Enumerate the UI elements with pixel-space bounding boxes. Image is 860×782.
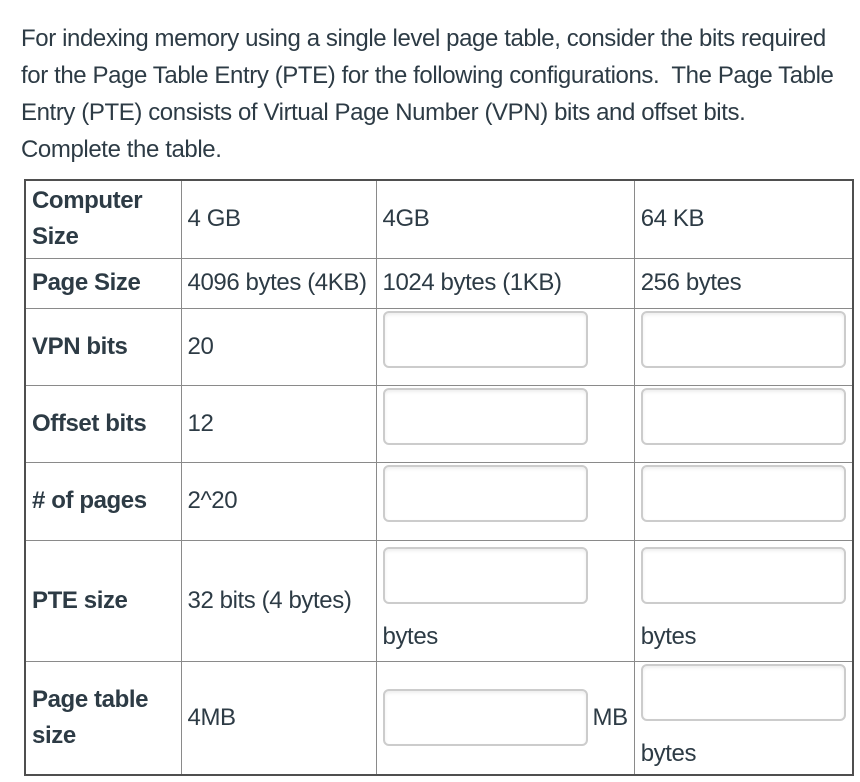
question-line-4: Complete the table.	[21, 136, 222, 163]
page-table-config-table: Computer Size 4 GB 4GB 64 KB Page Size 4…	[24, 179, 854, 776]
cell-computer-size-config3: 64 KB	[633, 179, 854, 259]
row-vpn-bits: VPN bits 20	[24, 307, 854, 386]
row-page-size: Page Size 4096 bytes (4KB) 1024 bytes (1…	[24, 257, 854, 309]
offset-bits-config2-input[interactable]	[382, 387, 588, 445]
cell-num-pages-config2	[375, 461, 635, 541]
row-label-num-pages: # of pages	[24, 461, 182, 541]
cell-page-size-config3: 256 bytes	[633, 257, 854, 309]
question-line-2: for the Page Table Entry (PTE) for the f…	[21, 62, 834, 89]
row-label-page-size: Page Size	[24, 257, 182, 309]
cell-page-table-size-config2: MB	[375, 660, 635, 775]
row-label-pte-size: PTE size	[24, 539, 182, 662]
cell-vpn-bits-config2	[375, 307, 635, 386]
vpn-bits-config2-input[interactable]	[382, 310, 588, 368]
cell-page-size-config1: 4096 bytes (4KB)	[180, 257, 377, 309]
question-line-3: Entry (PTE) consists of Virtual Page Num…	[21, 99, 746, 126]
cell-offset-bits-config1: 12	[180, 384, 377, 463]
cell-offset-bits-config3	[633, 384, 854, 463]
cell-page-size-config2: 1024 bytes (1KB)	[375, 257, 635, 309]
row-label-vpn-bits: VPN bits	[24, 307, 182, 386]
page-table-size-config2-input[interactable]	[382, 689, 588, 746]
cell-computer-size-config2: 4GB	[375, 179, 635, 259]
cell-computer-size-config1: 4 GB	[180, 179, 377, 259]
row-num-pages: # of pages 2^20	[24, 461, 854, 541]
cell-page-table-size-config3: bytes	[633, 660, 854, 775]
pte-size-config3-input[interactable]	[640, 546, 846, 604]
vpn-bits-config3-input[interactable]	[640, 310, 846, 368]
offset-bits-config3-input[interactable]	[640, 387, 846, 445]
row-label-offset-bits: Offset bits	[24, 384, 182, 463]
cell-pte-size-config2: bytes	[375, 539, 635, 662]
page-table-size-config2-unit: MB	[592, 703, 629, 731]
row-pte-size: PTE size 32 bits (4 bytes) bytes bytes	[24, 539, 854, 662]
row-computer-size: Computer Size 4 GB 4GB 64 KB	[24, 179, 854, 259]
row-offset-bits: Offset bits 12	[24, 384, 854, 463]
num-pages-config3-input[interactable]	[640, 465, 846, 522]
question-text: For indexing memory using a single level…	[21, 20, 851, 168]
cell-vpn-bits-config3	[633, 307, 854, 386]
cell-pte-size-config3: bytes	[633, 539, 854, 662]
row-label-page-table-size: Page table size	[24, 660, 182, 775]
cell-offset-bits-config2	[375, 384, 635, 463]
row-page-table-size: Page table size 4MB MB bytes	[24, 660, 854, 775]
pte-size-config2-unit: bytes	[382, 622, 439, 650]
cell-vpn-bits-config1: 20	[180, 307, 377, 386]
pte-size-config2-input[interactable]	[382, 546, 588, 604]
cell-num-pages-config3	[633, 461, 854, 541]
page-table-size-config3-unit: bytes	[640, 739, 697, 767]
row-label-computer-size: Computer Size	[24, 179, 182, 259]
question-line-1: For indexing memory using a single level…	[21, 25, 826, 52]
cell-num-pages-config1: 2^20	[180, 461, 377, 541]
cell-pte-size-config1: 32 bits (4 bytes)	[180, 539, 377, 662]
cell-page-table-size-config1: 4MB	[180, 660, 377, 775]
num-pages-config2-input[interactable]	[382, 465, 588, 522]
page-table-size-config3-input[interactable]	[640, 663, 846, 721]
pte-size-config3-unit: bytes	[640, 622, 697, 650]
